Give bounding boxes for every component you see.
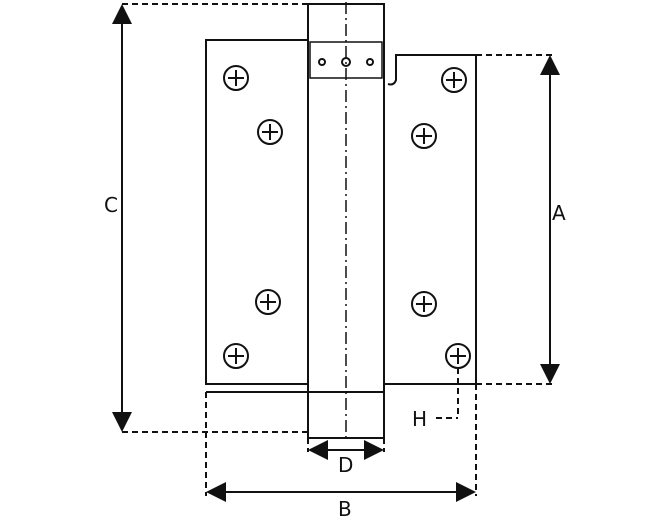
- screw-hole-icon: [411, 291, 437, 317]
- screw-hole-icon: [441, 67, 467, 93]
- screw-hole-icon: [411, 123, 437, 149]
- left-leaf: [205, 39, 309, 393]
- label-h: H: [412, 407, 427, 431]
- dimension-lines: [112, 4, 560, 502]
- label-a: A: [552, 201, 566, 225]
- screw-hole-icon: [223, 65, 249, 91]
- right-leaf: [383, 54, 477, 385]
- screw-hole-icon: [223, 343, 249, 369]
- screw-hole-icon: [255, 289, 281, 315]
- screw-holes: [223, 65, 471, 369]
- screw-hole-icon: [257, 119, 283, 145]
- screw-hole-icon: [445, 343, 471, 369]
- label-c: C: [104, 193, 118, 217]
- label-b: B: [338, 497, 352, 521]
- label-d: D: [338, 453, 353, 477]
- barrel: [307, 2, 385, 442]
